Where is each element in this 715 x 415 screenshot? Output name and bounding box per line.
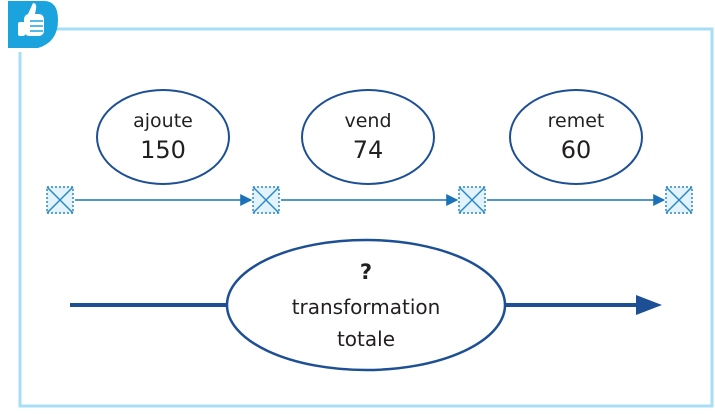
step-value: 60 bbox=[561, 136, 592, 164]
frame-border bbox=[18, 27, 714, 408]
total-arrow-head bbox=[636, 295, 662, 315]
step-verb: remet bbox=[548, 110, 605, 132]
state-box-3 bbox=[458, 186, 486, 214]
step-verb: ajoute bbox=[133, 110, 193, 132]
step-verb: vend bbox=[344, 110, 391, 132]
total-oval: ? transformation totale bbox=[225, 238, 507, 372]
step-oval-1: ajoute 150 bbox=[96, 89, 230, 185]
step-oval-3: remet 60 bbox=[509, 89, 643, 185]
step-value: 74 bbox=[353, 136, 384, 164]
state-box-1 bbox=[46, 186, 74, 214]
total-label-line1: transformation bbox=[292, 295, 441, 319]
state-box-2 bbox=[252, 186, 280, 214]
total-question-mark: ? bbox=[360, 260, 372, 284]
total-label-line2: totale bbox=[337, 327, 395, 351]
state-box-4 bbox=[665, 186, 693, 214]
step-oval-2: vend 74 bbox=[301, 89, 435, 185]
thumbs-up-icon bbox=[18, 3, 44, 36]
step-value: 150 bbox=[140, 136, 186, 164]
corner-badge bbox=[8, 1, 58, 48]
